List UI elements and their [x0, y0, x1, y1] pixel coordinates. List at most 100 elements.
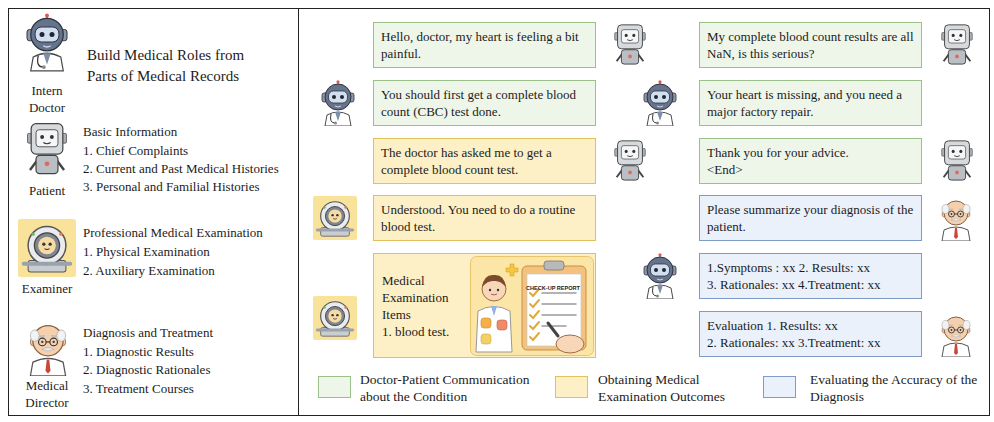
director-icon: [942, 317, 970, 357]
examiner-icon: [18, 219, 76, 277]
figure-part: [530, 289, 576, 340]
examiner-icon: [313, 196, 357, 240]
role-label: Build Medical Roles from Parts of Medica…: [87, 45, 267, 87]
figure-part: [497, 320, 507, 330]
chat-bubble: Evaluation 1. Results: xx2. Rationales: …: [699, 311, 922, 357]
role-label: 2. Current and Past Medical Histories: [83, 161, 279, 177]
bubble-text: My complete blood count results are all …: [707, 28, 914, 62]
label-slot: Intern Doctor: [17, 82, 77, 116]
label-slot: Patient: [12, 181, 82, 199]
role-label: Basic Information: [83, 124, 177, 140]
figure-part: [542, 314, 576, 316]
role-label: 1. Chief Complaints: [83, 143, 188, 159]
figure-part: [489, 289, 491, 291]
label-slot: Medical Director: [17, 377, 77, 411]
intern-doctor-icon: [322, 80, 354, 126]
patient-icon: [28, 124, 67, 174]
role-label: 2. Auxiliary Examination: [83, 263, 215, 279]
label-slot: 2. Auxiliary Examination: [83, 261, 296, 279]
bubble-text: Thank you for your advice.: [707, 144, 914, 161]
bubble-text: The doctor has asked me to get a complet…: [381, 144, 588, 178]
checkup-report-illustration: [470, 256, 594, 356]
role-label: Professional Medical Examination: [83, 225, 263, 241]
director-icon: [942, 201, 970, 241]
legend-entry: Doctor-Patient Communication about the C…: [360, 371, 542, 405]
chat-bubble: The doctor has asked me to get a complet…: [373, 138, 596, 184]
legend-text: Doctor-Patient Communication about the C…: [360, 371, 542, 405]
role-label: 3. Treatment Courses: [83, 381, 194, 397]
intern-doctor-icon: [644, 80, 676, 126]
legend-swatch: [318, 376, 351, 398]
examiner-icon: [313, 296, 357, 340]
bubble-text: Please summarize your diagnosis of the p…: [707, 201, 914, 235]
legend-entry: Obtaining Medical Examination Outcomes: [598, 371, 748, 405]
bubble-text: Your heart is missing, and you need a ma…: [707, 86, 914, 120]
figure-part: [542, 303, 576, 305]
bubble-text: Medical Examination Items: [382, 272, 465, 323]
figure-part: [530, 300, 539, 307]
director-icon: [30, 326, 65, 376]
label-slot: Examiner: [12, 279, 82, 297]
figure-part: [497, 289, 499, 291]
report-heading: CHECK-UP REPORT: [526, 285, 580, 292]
label-slot: 1. Diagnostic Results: [83, 342, 296, 360]
bubble-text: 2. Rationales: xx 3.Treatment: xx: [707, 334, 914, 351]
role-label: Examiner: [22, 281, 73, 297]
bubble-text: Evaluation 1. Results: xx: [707, 317, 914, 334]
figure-part: [471, 257, 594, 356]
legend-swatch: [763, 376, 796, 398]
label-slot: Basic Information: [83, 122, 296, 140]
figure-part: [530, 311, 539, 318]
figure-part: [542, 325, 566, 327]
label-slot: 1. Chief Complaints: [83, 141, 296, 159]
role-label: 1. Physical Examination: [83, 244, 210, 260]
intern-doctor-icon: [644, 253, 676, 299]
role-label: 3. Personal and Familial Histories: [83, 179, 260, 195]
bubble-text: 1. blood test.: [382, 323, 465, 340]
chat-bubble: My complete blood count results are all …: [699, 22, 922, 68]
patient-icon: [615, 141, 646, 180]
chat-bubble: Medical Examination Items1. blood test.: [373, 253, 596, 358]
figure-part: [544, 261, 564, 270]
figure-part: [506, 264, 518, 276]
chat-bubble: Understood. You need to do a routine blo…: [373, 195, 596, 241]
figure-part: [491, 306, 497, 316]
bubble-text: <End>: [707, 161, 914, 178]
patient-icon: [942, 141, 973, 180]
chat-bubble: 1.Symptoms : xx 2. Results: xx3. Rationa…: [699, 253, 922, 299]
patient-icon: [942, 25, 973, 64]
figure-part: [482, 275, 506, 287]
role-label: Intern Doctor: [17, 82, 77, 116]
legend-text: Obtaining Medical Examination Outcomes: [598, 371, 748, 405]
role-label: Patient: [29, 183, 65, 199]
chat-bubble: Please summarize your diagnosis of the p…: [699, 195, 922, 241]
label-slot: 3. Treatment Courses: [83, 379, 296, 397]
bubble-text: 1.Symptoms : xx 2. Results: xx: [707, 259, 914, 276]
figure-part: [548, 323, 558, 336]
legend-entry: Evaluating the Accuracy of the Diagnosis: [810, 371, 982, 405]
label-slot: Build Medical Roles from Parts of Medica…: [87, 45, 267, 87]
figure-part: [530, 322, 539, 329]
bubble-text: 3. Rationales: xx 4.Treatment: xx: [707, 276, 914, 293]
label-slot: 3. Personal and Familial Histories: [83, 177, 296, 195]
figure-part: [491, 294, 497, 295]
chat-bubble: You should first get a complete blood co…: [373, 80, 596, 126]
legend-text: Evaluating the Accuracy of the Diagnosis: [810, 371, 982, 405]
label-slot: Diagnosis and Treatment: [83, 323, 296, 341]
intern-doctor-icon: [27, 14, 67, 71]
legend-swatch: [555, 376, 588, 398]
label-slot: Professional Medical Examination: [83, 223, 296, 241]
figure-part: [481, 318, 491, 328]
bubble-text: You should first get a complete blood co…: [381, 86, 588, 120]
figure-part: [556, 335, 584, 353]
bubble-text: Understood. You need to do a routine blo…: [381, 201, 588, 235]
figure-part: [476, 307, 512, 353]
role-label: 2. Diagnostic Rationales: [83, 362, 210, 378]
role-label: Diagnosis and Treatment: [83, 325, 213, 341]
chat-bubble: Your heart is missing, and you need a ma…: [699, 80, 922, 126]
figure-part: [481, 334, 491, 344]
chat-bubble: Hello, doctor, my heart is feeling a bit…: [373, 22, 596, 68]
label-slot: 1. Physical Examination: [83, 242, 296, 260]
label-slot: CHECK-UP REPORT: [526, 276, 580, 294]
outer-frame: [9, 9, 990, 416]
